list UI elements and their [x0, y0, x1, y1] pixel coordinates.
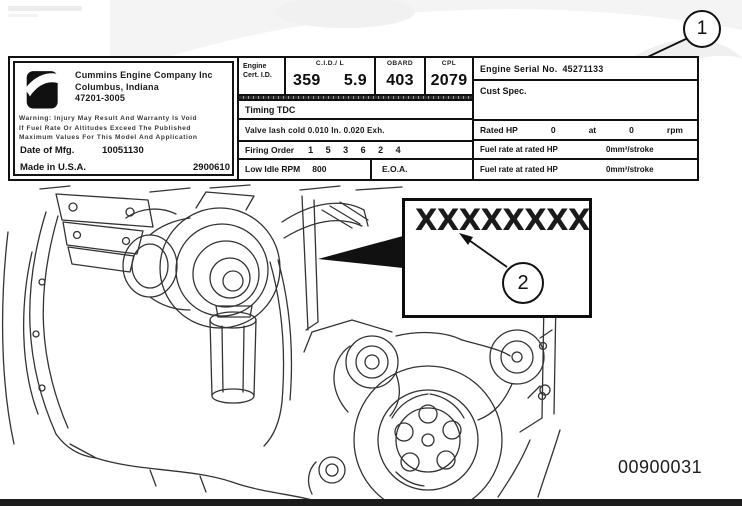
- dataplate-spec-header-row: Engine Cert. I.D. C.I.D./ L 359 5.9 OBAR…: [239, 58, 472, 97]
- warning-line-3: Maximum Values For This Model And Applic…: [19, 134, 198, 142]
- low-idle-value: 800: [312, 164, 327, 175]
- cpl-header: CPL: [441, 60, 457, 67]
- plate-hatched-divider: [239, 96, 472, 101]
- dataplate-right-section: Engine Serial No. 45271133 Cust Spec. Ra…: [472, 58, 697, 179]
- firing-order-row: Firing Order 1 5 3 6 2 4: [239, 142, 472, 160]
- date-of-mfg-label: Date of Mfg.: [20, 145, 75, 156]
- liters-value: 5.9: [343, 71, 367, 89]
- cid-liters-cell: C.I.D./ L 359 5.9: [284, 58, 374, 95]
- date-of-mfg-row: Date of Mfg. 10051130: [20, 145, 144, 156]
- firing-order-label: Firing Order: [245, 144, 295, 155]
- dataplate-left-section: Cummins Engine Company Inc Columbus, Ind…: [10, 58, 237, 179]
- callout-2-arrow: [459, 233, 508, 268]
- rated-hp-label: Rated HP: [480, 124, 518, 135]
- fuel-rate-2-label: Fuel rate at rated HP: [480, 164, 558, 174]
- warning-line-1: Warning: Injury May Result And Warranty …: [19, 115, 198, 122]
- low-idle-cell: Low Idle RPM 800: [239, 159, 372, 179]
- engine-serial-row: Engine Serial No. 45271133: [474, 58, 697, 82]
- location-pointer-wedge: [318, 236, 403, 268]
- dataplate-middle-section: Engine Cert. I.D. C.I.D./ L 359 5.9 OBAR…: [237, 58, 472, 179]
- company-zip: 47201-3005: [75, 93, 126, 103]
- low-idle-label: Low Idle RPM: [245, 164, 301, 175]
- date-of-mfg-value: 10051130: [102, 145, 144, 156]
- callout-1-circle: 1: [683, 10, 721, 48]
- bottom-scan-bar: [0, 499, 742, 506]
- company-name: Cummins Engine Company Inc: [75, 70, 213, 80]
- cid-header: C.I.D./ L: [315, 60, 345, 67]
- cummins-logo-icon: [25, 71, 61, 109]
- fuel-rate-row-1: Fuel rate at rated HP 0mm³/stroke: [474, 141, 697, 160]
- spec-col3-header: OBARD: [386, 60, 414, 67]
- rated-hp-row: Rated HP 0 at 0 rpm: [474, 121, 697, 141]
- cpl-value: 2079: [430, 71, 468, 89]
- fuel-rate-2-value: 0mm³/stroke: [606, 164, 654, 174]
- engine-cert-id-cell: Engine Cert. I.D.: [239, 58, 284, 94]
- callout-2-number: 2: [517, 271, 529, 294]
- masked-serial-callout-box: XXXXXXXX: [402, 198, 592, 318]
- cid-value: 359: [293, 71, 321, 89]
- dataplate-left-inner-box: Cummins Engine Company Inc Columbus, Ind…: [13, 61, 234, 176]
- callout-2-circle: 2: [502, 262, 544, 304]
- figure-image-number: 00900031: [618, 457, 703, 477]
- dataplate-part-number: 2900610: [193, 162, 230, 173]
- spec-col3-value: 403: [386, 71, 414, 89]
- timing-row: Timing TDC: [239, 101, 472, 121]
- made-in-usa-label: Made in U.S.A.: [20, 162, 86, 173]
- warning-line-2: If Fuel Rate Or Altitudes Exceed The Pub…: [19, 124, 191, 132]
- engine-serial-value: 45271133: [562, 63, 604, 74]
- made-in-usa-row: Made in U.S.A. 2900610: [20, 162, 230, 173]
- rated-rpm-unit: rpm: [666, 124, 683, 135]
- low-idle-row: Low Idle RPM 800 E.O.A.: [239, 159, 472, 179]
- engine-dataplate: Cummins Engine Company Inc Columbus, Ind…: [8, 56, 699, 181]
- cust-spec-row: Cust Spec.: [474, 81, 697, 121]
- fuel-rate-1-value: 0mm³/stroke: [606, 144, 654, 154]
- rated-hp-value: 0: [550, 124, 556, 135]
- company-city: Columbus, Indiana: [75, 81, 159, 92]
- rated-rpm-value: 0: [629, 124, 634, 135]
- cert-label-line-2: Cert. I.D.: [243, 72, 272, 79]
- cert-label-line-1: Engine: [243, 63, 267, 70]
- valve-lash-row: Valve lash cold 0.010 In. 0.020 Exh.: [239, 120, 472, 142]
- spec-col3-cell: OBARD 403: [374, 58, 424, 95]
- masked-serial-number: XXXXXXXX: [415, 203, 590, 237]
- rated-hp-at: at: [588, 124, 597, 135]
- warranty-warning-text: Warning: Injury May Result And Warranty …: [19, 114, 198, 143]
- firing-order-sequence: 1 5 3 6 2 4: [308, 144, 401, 155]
- fuel-rate-1-label: Fuel rate at rated HP: [480, 144, 558, 154]
- fuel-rate-row-2: Fuel rate at rated HP 0mm³/stroke: [474, 160, 697, 179]
- engine-serial-label: Engine Serial No.: [480, 63, 558, 74]
- callout-1-number: 1: [696, 18, 708, 39]
- eod-cell: E.O.A.: [382, 164, 408, 175]
- cpl-cell: CPL 2079: [424, 58, 472, 95]
- company-address: Cummins Engine Company Inc Columbus, Ind…: [75, 70, 213, 105]
